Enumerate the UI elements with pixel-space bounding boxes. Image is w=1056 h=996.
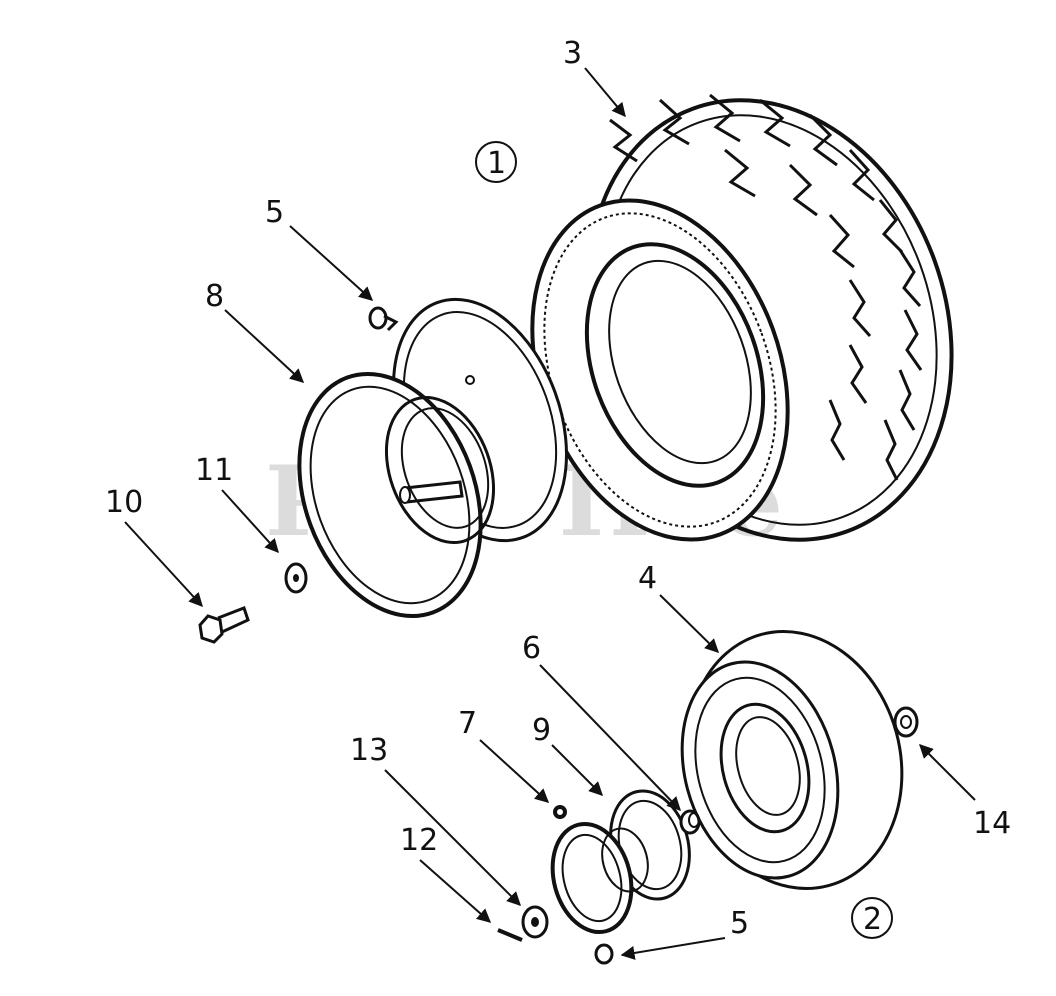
front-rim	[550, 789, 691, 935]
callout-7: 7	[458, 706, 477, 741]
callout-13: 13	[350, 733, 388, 768]
svg-text:1: 1	[487, 146, 506, 181]
bearing-6	[679, 809, 701, 835]
callout-12: 12	[400, 823, 438, 858]
valve-stem-5a	[368, 306, 399, 332]
callout-5-bottom: 5	[730, 906, 749, 941]
assembly-marker-2: 2	[851, 897, 893, 939]
bolt-10	[198, 606, 250, 644]
pin-12	[497, 928, 523, 942]
callout-10: 10	[105, 485, 143, 520]
front-tire	[680, 630, 904, 890]
callout-6: 6	[522, 631, 541, 666]
callout-9: 9	[532, 713, 551, 748]
svg-text:2: 2	[863, 902, 882, 937]
washer-14	[893, 706, 919, 738]
valve-stem-5b	[594, 943, 614, 965]
callout-5-top: 5	[265, 195, 284, 230]
leader-arrows	[124, 67, 976, 960]
callout-11: 11	[195, 453, 233, 488]
washer-11	[284, 562, 308, 594]
rear-rim	[297, 297, 568, 619]
callout-4: 4	[638, 561, 657, 596]
washer-13	[521, 905, 549, 939]
callout-14: 14	[973, 806, 1011, 841]
callout-3: 3	[563, 36, 582, 71]
nut-7	[553, 805, 567, 819]
assembly-marker-1: 1	[475, 141, 517, 183]
callout-8: 8	[205, 279, 224, 314]
